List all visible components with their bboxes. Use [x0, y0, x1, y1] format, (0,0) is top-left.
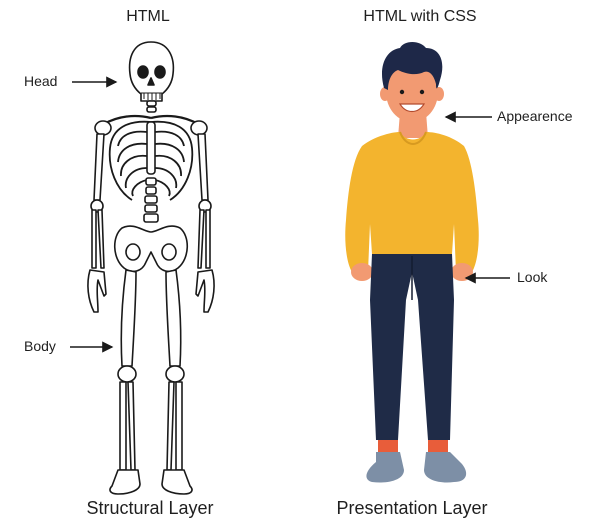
right-panel-title: HTML with CSS — [363, 8, 477, 25]
spine — [143, 177, 159, 223]
left-leg — [109, 269, 141, 495]
pelvis — [113, 225, 189, 273]
left-shoe — [366, 452, 404, 483]
appearance-label: Appearence — [497, 108, 573, 124]
sweater — [345, 132, 479, 272]
hair — [381, 42, 443, 90]
look-label: Look — [517, 269, 548, 285]
skeleton-illustration — [87, 41, 215, 495]
skull — [128, 41, 175, 102]
head-label: Head — [24, 73, 58, 89]
right-arm — [195, 133, 215, 313]
face — [386, 62, 438, 122]
right-panel-caption: Presentation Layer — [336, 498, 488, 518]
right-leg — [161, 269, 193, 495]
body-label: Body — [24, 338, 56, 354]
left-panel-caption: Structural Layer — [86, 498, 214, 518]
left-arm — [87, 133, 107, 313]
pants — [370, 254, 454, 440]
rib-cage — [108, 120, 194, 201]
right-shoe — [424, 452, 467, 483]
left-panel-title: HTML — [126, 8, 170, 25]
person-illustration — [345, 42, 479, 483]
